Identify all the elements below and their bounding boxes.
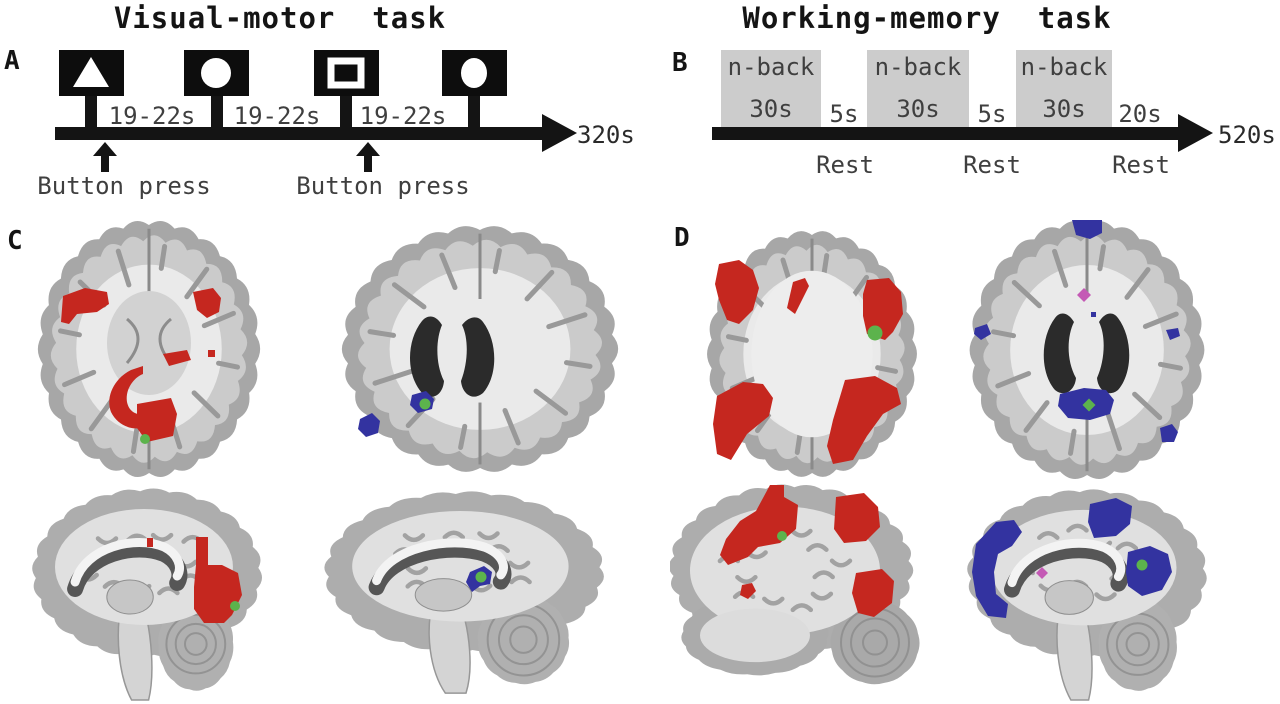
timeline-tick [85,96,97,127]
blue-activation-cluster [1160,424,1178,442]
red-activation-cluster [147,538,153,547]
red-activation-cluster [715,260,759,324]
panel-c-label: C [7,226,23,256]
green-marker [777,531,787,541]
blue-activation-cluster [1072,220,1102,239]
red-activation-cluster [193,288,221,318]
green-marker [475,571,487,583]
button-press-arrow-icon [356,142,380,172]
nback-block: n-back 30s [1016,50,1112,127]
ventricles [1043,313,1130,394]
blue-activation-cluster [974,324,991,340]
nback-label: n-back [1020,53,1108,81]
timeline-tick [340,96,352,127]
corpus-callosum [70,538,184,587]
rest-label: Rest [963,151,1021,179]
panel-d-label: D [674,223,690,253]
square-icon [327,57,365,89]
rest-label: Rest [1112,151,1170,179]
corpus-callosum [372,538,508,586]
timeline-tick [211,96,223,127]
interval-label: 19-22s [108,102,196,130]
blue-activation-cluster [1126,546,1172,596]
blue-activation-cluster [1088,498,1132,538]
nback-block: n-back 30s [721,50,821,127]
interval-label: 19-22s [359,102,447,130]
blue-activation-cluster [358,413,380,437]
panel-b-label: B [672,48,688,78]
brain-sagittal-slice-workingmemory-1 [670,484,920,685]
red-activation-cluster [109,366,147,429]
green-marker [1082,398,1096,412]
interval-label: 19-22s [233,102,321,130]
green-marker [140,434,150,444]
stimulus-box [442,50,507,96]
red-activation-cluster [194,537,242,623]
triangle-icon [73,57,109,87]
red-activation-cluster [834,493,880,543]
red-activation-cluster [208,350,215,357]
button-press-label: Button press [296,172,470,200]
stimulus-box [59,50,124,96]
green-marker [1136,559,1148,571]
brain-axial-slice-visuomotor-2 [341,226,619,472]
red-activation-cluster [61,288,109,324]
red-activation-cluster [852,569,894,617]
blue-activation-cluster [972,520,1022,618]
nback-label: n-back [874,53,962,81]
gap-label: 20s [1118,100,1162,128]
pink-marker [1036,567,1048,579]
blue-activation-cluster [1091,312,1096,317]
gap-label: 5s [977,100,1007,128]
timeline-b-duration: 520s [1218,121,1276,149]
timeline-tick [468,96,480,127]
brain-axial-slice-workingmemory-2 [969,220,1205,480]
brain-sagittal-slice-visuomotor-2 [324,491,604,694]
brain-axial-slice-workingmemory-1 [707,231,917,477]
brain-sagittal-slice-workingmemory-2 [967,489,1207,701]
blue-activation-cluster [1166,328,1180,340]
red-activation-cluster [740,583,756,599]
red-activation-cluster [863,278,903,340]
corpus-callosum [1007,538,1126,588]
red-activation-cluster [163,350,191,366]
green-marker [230,601,240,611]
panel-b-title: Working-memory task [742,1,1112,35]
timeline-b [712,127,1178,140]
green-marker [419,398,431,410]
panel-a-label: A [4,46,20,76]
ventricles [410,316,495,397]
nback-duration: 30s [1042,95,1086,123]
circle-icon [461,58,487,88]
button-press-label: Button press [37,172,211,200]
stimulus-box [184,50,249,96]
panel-a-title: Visual-motor task [113,1,447,35]
brain-sagittal-slice-visuomotor-1 [32,488,263,701]
rest-label: Rest [816,151,874,179]
timeline-b-arrowhead-icon [1178,114,1213,152]
pink-marker [1077,288,1091,302]
nback-block: n-back 30s [867,50,969,127]
red-activation-cluster [787,278,809,314]
brain-axial-slice-visuomotor-1 [37,220,261,478]
nback-duration: 30s [749,95,793,123]
red-activation-cluster [827,376,901,464]
green-marker [867,325,883,341]
red-activation-cluster [720,485,798,565]
timeline-a-arrowhead-icon [542,114,577,152]
timeline-a-duration: 320s [577,121,635,149]
red-activation-cluster [713,382,773,460]
circle-icon [201,58,231,88]
nback-label: n-back [727,53,815,81]
stimulus-box [314,50,379,96]
red-activation-cluster [137,398,177,442]
nback-duration: 30s [896,95,940,123]
button-press-arrow-icon [93,142,117,172]
timeline-a [55,127,542,140]
gap-label: 5s [829,100,859,128]
